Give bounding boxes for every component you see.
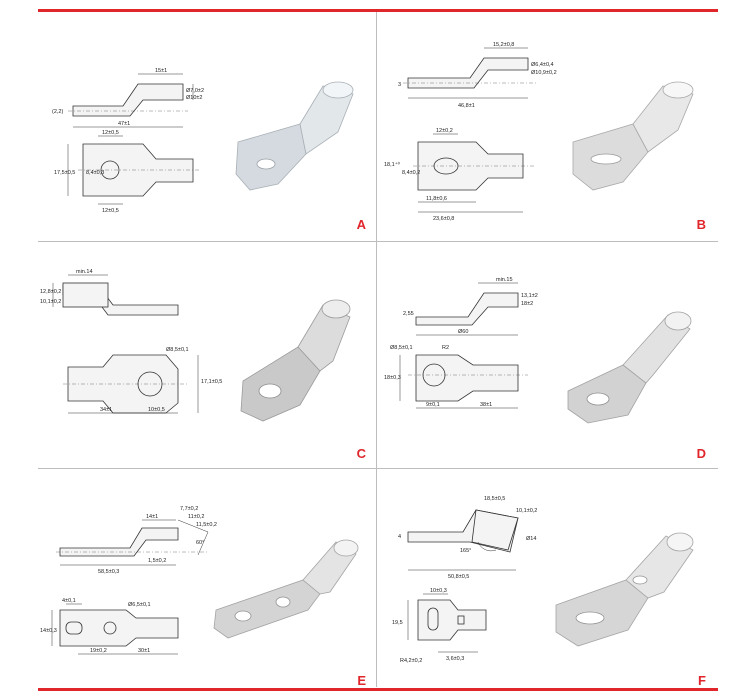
dim-d-s3: 18±2 [521, 301, 533, 307]
dim-f-s3: 4 [398, 534, 401, 540]
dim-f-t3: 3,6±0,3 [446, 656, 464, 662]
dim-d-t1: R2 [442, 345, 449, 351]
dim-e-t1: 14±0,3 [40, 628, 57, 634]
lug-e-top-view [59, 609, 179, 647]
dim-e-s5: 58,5±0,3 [98, 569, 119, 575]
panel-d-letter: D [696, 446, 706, 461]
panel-f: 18,5±0,5 10,1±0,2 Ø14 4 165° 50,8±0,5 10… [378, 470, 716, 694]
dim-f-s1: 10,1±0,2 [516, 508, 537, 514]
dim-a-t1: 17,5±0,5 [54, 170, 75, 176]
dim-a-t3: 12±0,5 [102, 208, 119, 214]
panel-b-letter: B [696, 217, 706, 232]
lug-e-side-view [59, 527, 179, 557]
dim-a-s3: Ø10±2 [186, 95, 202, 101]
dim-d-t3: 9±0,1 [426, 402, 440, 408]
top-red-rule [38, 9, 718, 12]
dim-c-t1: 17,1±0,5 [201, 379, 222, 385]
bottom-red-rule [38, 688, 718, 691]
dim-c-s0: min.14 [76, 269, 93, 275]
panel-b: 15,2±0,8 3 Ø6,4±0,4 Ø10,9±0,2 46,8±1 12±… [378, 14, 716, 238]
dim-c-s2: 10,1±0,2 [40, 299, 61, 305]
panel-c-drawing: min.14 12,8±0,2 10,1±0,2 Ø8,5±0,1 17,1±0… [40, 269, 351, 422]
panel-d: min.15 2,55 13,1±2 18±2 Ø60 Ø8,5±0,1 R2 … [378, 243, 716, 467]
row-divider-2 [38, 468, 718, 469]
dim-f-t0: 10±0,3 [430, 588, 447, 594]
dim-b-s2: Ø6,4±0,4 [531, 62, 554, 68]
panel-e-letter: E [357, 673, 366, 688]
dim-b-t0: 12±0,2 [436, 128, 453, 134]
dim-e-s2: 11±0,2 [188, 514, 204, 520]
dim-d-s4: Ø60 [458, 329, 468, 335]
dim-f-s5: 50,8±0,5 [448, 574, 469, 580]
dim-a-s2: Ø7,0±2 [186, 88, 204, 94]
dim-d-t2: 18±0,3 [384, 375, 401, 381]
lug-b-side-view [407, 57, 529, 89]
panel-e: 14±1 7,7±0,2 11±0,2 11,5±0,2 60° 58,5±0,… [38, 470, 376, 694]
dim-a-s0: 15±1 [155, 68, 167, 74]
dim-f-s0: 18,5±0,5 [484, 496, 505, 502]
dim-e-s3: 11,5±0,2 [196, 522, 217, 528]
lug-b-render [572, 81, 694, 191]
panel-a-drawing: 15±1 (2,2) Ø7,0±2 Ø10±2 47±1 12±0,5 17,5… [52, 68, 354, 214]
dim-a-t2: 8,4±0,3 [86, 170, 104, 176]
dim-e-t2: Ø6,5±0,1 [128, 602, 151, 608]
dim-d-s1: 2,55 [403, 311, 414, 317]
dim-b-t3: 11,8±0,6 [426, 196, 447, 202]
panel-f-letter: F [698, 673, 706, 688]
panel-d-drawing: min.15 2,55 13,1±2 18±2 Ø60 Ø8,5±0,1 R2 … [384, 277, 692, 424]
lug-d-render [567, 311, 692, 424]
lug-a-render [235, 81, 354, 191]
lug-d-side-view [415, 292, 519, 326]
dim-b-s0: 15,2±0,8 [493, 42, 514, 48]
panel-a-letter: A [356, 217, 366, 232]
lug-e-render [213, 539, 359, 639]
dim-c-t2: 34±1 [100, 407, 112, 413]
dim-a-t0: 12±0,5 [102, 130, 119, 136]
dim-e-s4: 60° [196, 540, 204, 546]
dim-e-t4: 30±1 [138, 648, 150, 654]
dim-d-s0: min.15 [496, 277, 513, 283]
dim-e-s1: 7,7±0,2 [180, 506, 198, 512]
dim-f-t1: 19,5 [392, 620, 403, 626]
dim-f-s2: Ø14 [526, 536, 536, 542]
center-divider [376, 12, 377, 687]
panel-a: 15±1 (2,2) Ø7,0±2 Ø10±2 47±1 12±0,5 17,5… [38, 14, 376, 238]
dim-e-t0: 4±0,1 [62, 598, 76, 604]
dim-d-t4: 38±1 [480, 402, 492, 408]
row-divider-1 [38, 241, 718, 242]
dim-c-s1: 12,8±0,2 [40, 289, 61, 295]
dim-b-s4: 46,8±1 [458, 103, 475, 109]
dim-c-t0: Ø8,5±0,1 [166, 347, 189, 353]
dim-d-s2: 13,1±2 [521, 293, 538, 299]
dim-e-s0: 14±1 [146, 514, 158, 520]
lug-a-side-view [72, 83, 184, 117]
dim-b-s3: Ø10,9±0,2 [531, 70, 557, 76]
dim-d-t0: Ø8,5±0,1 [390, 345, 413, 351]
panel-e-drawing: 14±1 7,7±0,2 11±0,2 11,5±0,2 60° 58,5±0,… [40, 506, 359, 655]
dim-b-s1: 3 [398, 82, 401, 88]
dim-e-t3: 19±0,2 [90, 648, 107, 654]
dim-f-s4: 165° [460, 548, 471, 554]
panel-c-letter: C [356, 446, 366, 461]
lug-c-render [240, 299, 351, 422]
dim-b-t1: 18,1⁺⁰ [384, 161, 401, 168]
dim-f-t2: R4,2±0,2 [400, 658, 422, 664]
dim-e-s6: 1,5±0,2 [148, 558, 166, 564]
dim-a-s4: 47±1 [118, 121, 130, 127]
dim-b-t2: 8,4±0,2 [402, 170, 420, 176]
dim-b-t4: 23,6±0,8 [433, 216, 454, 222]
panel-c: min.14 12,8±0,2 10,1±0,2 Ø8,5±0,1 17,1±0… [38, 243, 376, 467]
panel-b-drawing: 15,2±0,8 3 Ø6,4±0,4 Ø10,9±0,2 46,8±1 12±… [384, 42, 694, 222]
dim-c-t3: 10±0,5 [148, 407, 165, 413]
dim-a-s1: (2,2) [52, 109, 63, 115]
panel-f-drawing: 18,5±0,5 10,1±0,2 Ø14 4 165° 50,8±0,5 10… [392, 496, 694, 664]
lug-f-render [555, 532, 694, 647]
